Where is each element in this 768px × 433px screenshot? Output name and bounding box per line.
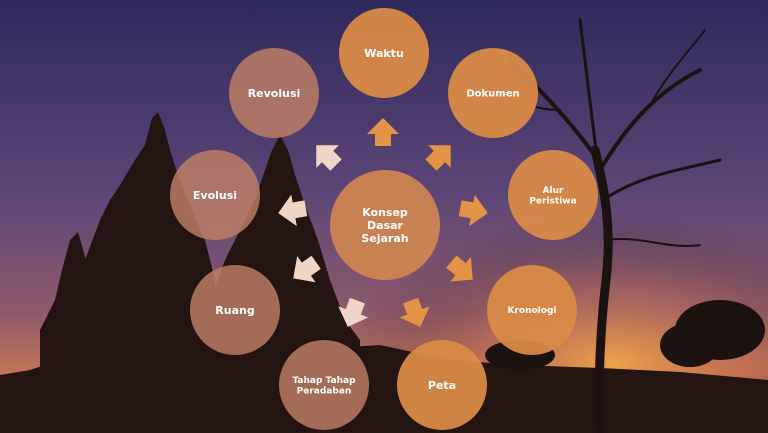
node-ruang-circle — [190, 265, 280, 355]
node-revolusi[interactable]: Revolusi — [229, 48, 319, 138]
node-dokumen-circle — [448, 48, 538, 138]
node-dokumen[interactable]: Dokumen — [448, 48, 538, 138]
node-waktu-label: Waktu — [364, 47, 404, 60]
node-tahap-tahap-peradaban-label: Peradaban — [297, 387, 352, 397]
node-alur-peristiwa-label: Alur — [543, 186, 564, 196]
node-tahap-tahap-peradaban-label: Tahap Tahap — [292, 376, 356, 386]
node-kronologi-label: Kronologi — [508, 306, 557, 316]
node-alur-peristiwa-label: Peristiwa — [529, 197, 576, 207]
node-alur-peristiwa-circle — [508, 150, 598, 240]
center-node-circle — [330, 170, 440, 280]
arrow-to-kronologi — [446, 255, 473, 282]
node-evolusi-label: Evolusi — [193, 189, 237, 202]
node-kronologi-circle — [487, 265, 577, 355]
node-peta[interactable]: Peta — [397, 340, 487, 430]
node-evolusi-circle — [170, 150, 260, 240]
arrow-to-peta — [399, 297, 430, 327]
arrow-to-evolusi — [278, 194, 308, 227]
node-peta-circle — [397, 340, 487, 430]
center-node-label: Dasar — [367, 219, 404, 232]
node-evolusi[interactable]: Evolusi — [170, 150, 260, 240]
arrow-to-ruang — [293, 255, 321, 283]
node-waktu-circle — [339, 8, 429, 98]
node-revolusi-circle — [229, 48, 319, 138]
node-waktu[interactable]: Waktu — [339, 8, 429, 98]
node-ruang[interactable]: Ruang — [190, 265, 280, 355]
arrow-to-waktu — [367, 118, 399, 146]
arrow-to-dokumen — [425, 145, 451, 171]
node-tahap-tahap-peradaban-circle — [279, 340, 369, 430]
node-peta-label: Peta — [428, 379, 456, 392]
node-revolusi-label: Revolusi — [248, 87, 301, 100]
center-node-label: Konsep — [362, 206, 408, 219]
arrow-to-revolusi — [316, 145, 342, 171]
arrow-to-tahap-tahap-peradaban — [338, 297, 369, 327]
node-dokumen-label: Dokumen — [466, 89, 519, 100]
center-node-label: Sejarah — [361, 232, 408, 245]
node-ruang-label: Ruang — [215, 304, 254, 317]
arrow-to-alur-peristiwa — [458, 194, 488, 227]
node-kronologi[interactable]: Kronologi — [487, 265, 577, 355]
